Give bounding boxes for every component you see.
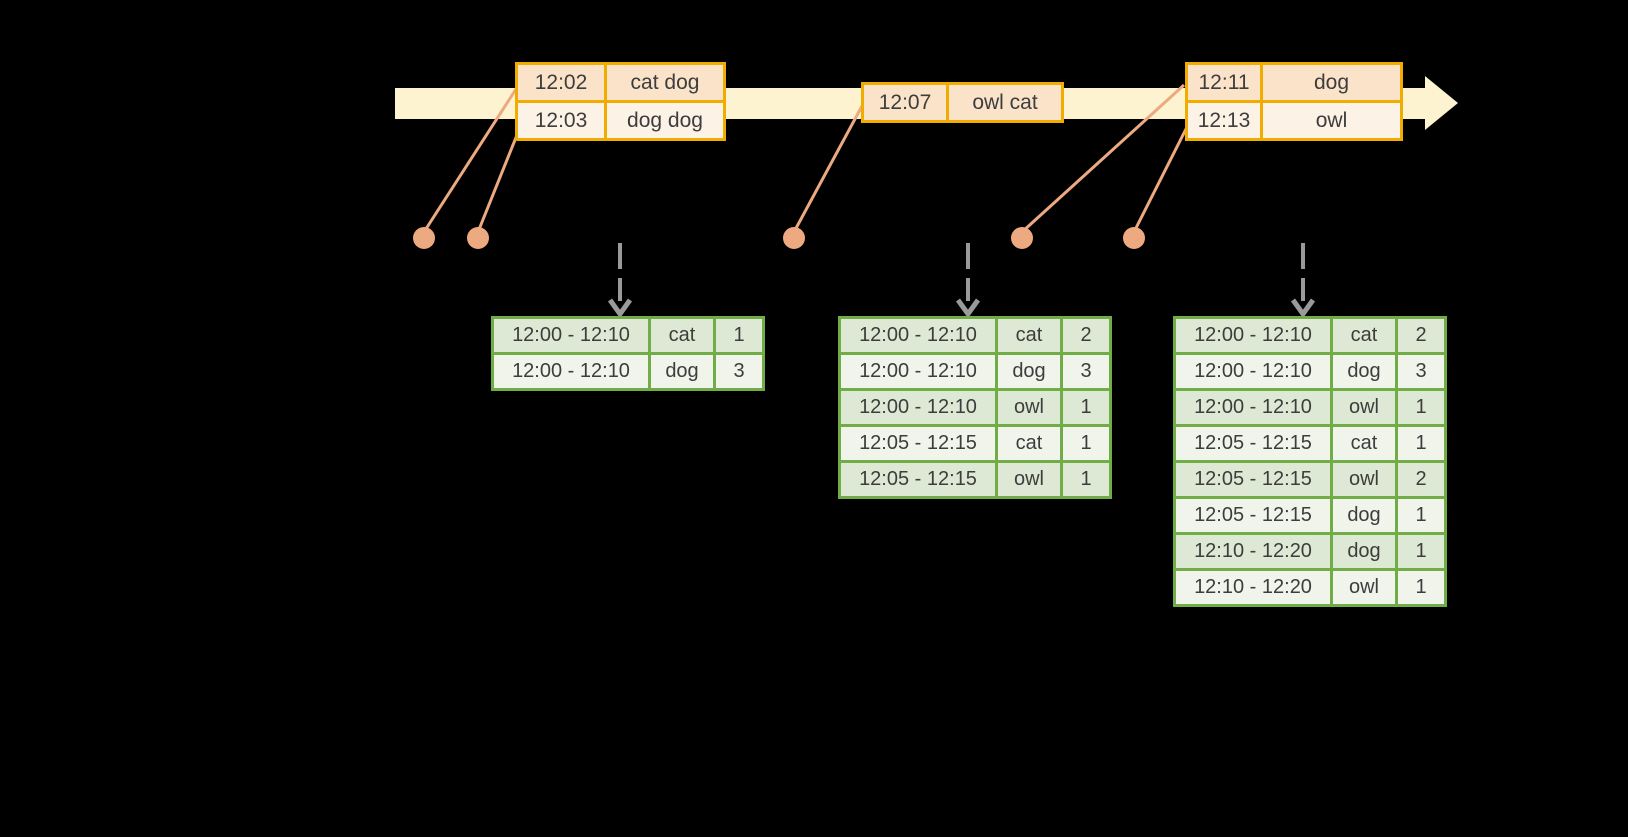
word-cell: dog — [995, 352, 1063, 391]
words-cell: dog dog — [604, 100, 726, 141]
time-cell: 12:02 — [515, 62, 607, 103]
event-dot-icon — [413, 227, 435, 249]
event-dot-icon — [1123, 227, 1145, 249]
count-cell: 2 — [1395, 460, 1447, 499]
words-cell: dog — [1260, 62, 1403, 103]
count-cell: 2 — [1060, 316, 1112, 355]
window-cell: 12:00 - 12:10 — [491, 352, 651, 391]
count-cell: 1 — [1060, 388, 1112, 427]
window-cell: 12:05 - 12:15 — [838, 460, 998, 499]
count-cell: 1 — [1395, 532, 1447, 571]
window-cell: 12:10 - 12:20 — [1173, 568, 1333, 607]
event-connector-line — [792, 105, 864, 233]
count-cell: 3 — [1395, 352, 1447, 391]
window-cell: 12:05 - 12:15 — [1173, 424, 1333, 463]
event-connector-line — [476, 124, 523, 233]
word-cell: owl — [995, 388, 1063, 427]
count-cell: 1 — [1395, 568, 1447, 607]
word-cell: dog — [648, 352, 716, 391]
word-cell: owl — [1330, 568, 1398, 607]
timeline-arrowhead-icon — [1425, 76, 1458, 130]
window-cell: 12:00 - 12:10 — [1173, 352, 1333, 391]
window-cell: 12:00 - 12:10 — [491, 316, 651, 355]
word-cell: dog — [1330, 352, 1398, 391]
word-cell: dog — [1330, 496, 1398, 535]
window-cell: 12:00 - 12:10 — [838, 352, 998, 391]
event-dot-icon — [467, 227, 489, 249]
window-cell: 12:05 - 12:15 — [838, 424, 998, 463]
count-cell: 1 — [1395, 424, 1447, 463]
event-connector-line — [1020, 83, 1186, 234]
window-cell: 12:05 - 12:15 — [1173, 496, 1333, 535]
count-cell: 1 — [1395, 496, 1447, 535]
event-connector-line — [422, 85, 520, 233]
count-cell: 1 — [713, 316, 765, 355]
event-connector-line — [1132, 126, 1189, 233]
words-cell: owl — [1260, 100, 1403, 141]
window-cell: 12:05 - 12:15 — [1173, 460, 1333, 499]
count-cell: 3 — [713, 352, 765, 391]
dashed-down-arrow-icon — [607, 243, 633, 319]
word-cell: owl — [1330, 388, 1398, 427]
dashed-down-arrow-icon — [1290, 243, 1316, 319]
time-cell: 12:13 — [1185, 100, 1263, 141]
count-cell: 1 — [1060, 424, 1112, 463]
word-cell: cat — [1330, 424, 1398, 463]
count-cell: 1 — [1060, 460, 1112, 499]
word-cell: cat — [648, 316, 716, 355]
time-cell: 12:03 — [515, 100, 607, 141]
count-cell: 3 — [1060, 352, 1112, 391]
word-cell: owl — [995, 460, 1063, 499]
event-dot-icon — [783, 227, 805, 249]
count-cell: 1 — [1395, 388, 1447, 427]
words-cell: owl cat — [946, 82, 1064, 123]
window-cell: 12:00 - 12:10 — [838, 316, 998, 355]
count-cell: 2 — [1395, 316, 1447, 355]
word-cell: owl — [1330, 460, 1398, 499]
word-cell: cat — [1330, 316, 1398, 355]
window-cell: 12:00 - 12:10 — [1173, 316, 1333, 355]
window-cell: 12:00 - 12:10 — [1173, 388, 1333, 427]
word-cell: cat — [995, 424, 1063, 463]
words-cell: cat dog — [604, 62, 726, 103]
time-cell: 12:11 — [1185, 62, 1263, 103]
word-cell: dog — [1330, 532, 1398, 571]
event-dot-icon — [1011, 227, 1033, 249]
window-cell: 12:10 - 12:20 — [1173, 532, 1333, 571]
window-cell: 12:00 - 12:10 — [838, 388, 998, 427]
dashed-down-arrow-icon — [955, 243, 981, 319]
word-cell: cat — [995, 316, 1063, 355]
time-cell: 12:07 — [861, 82, 949, 123]
